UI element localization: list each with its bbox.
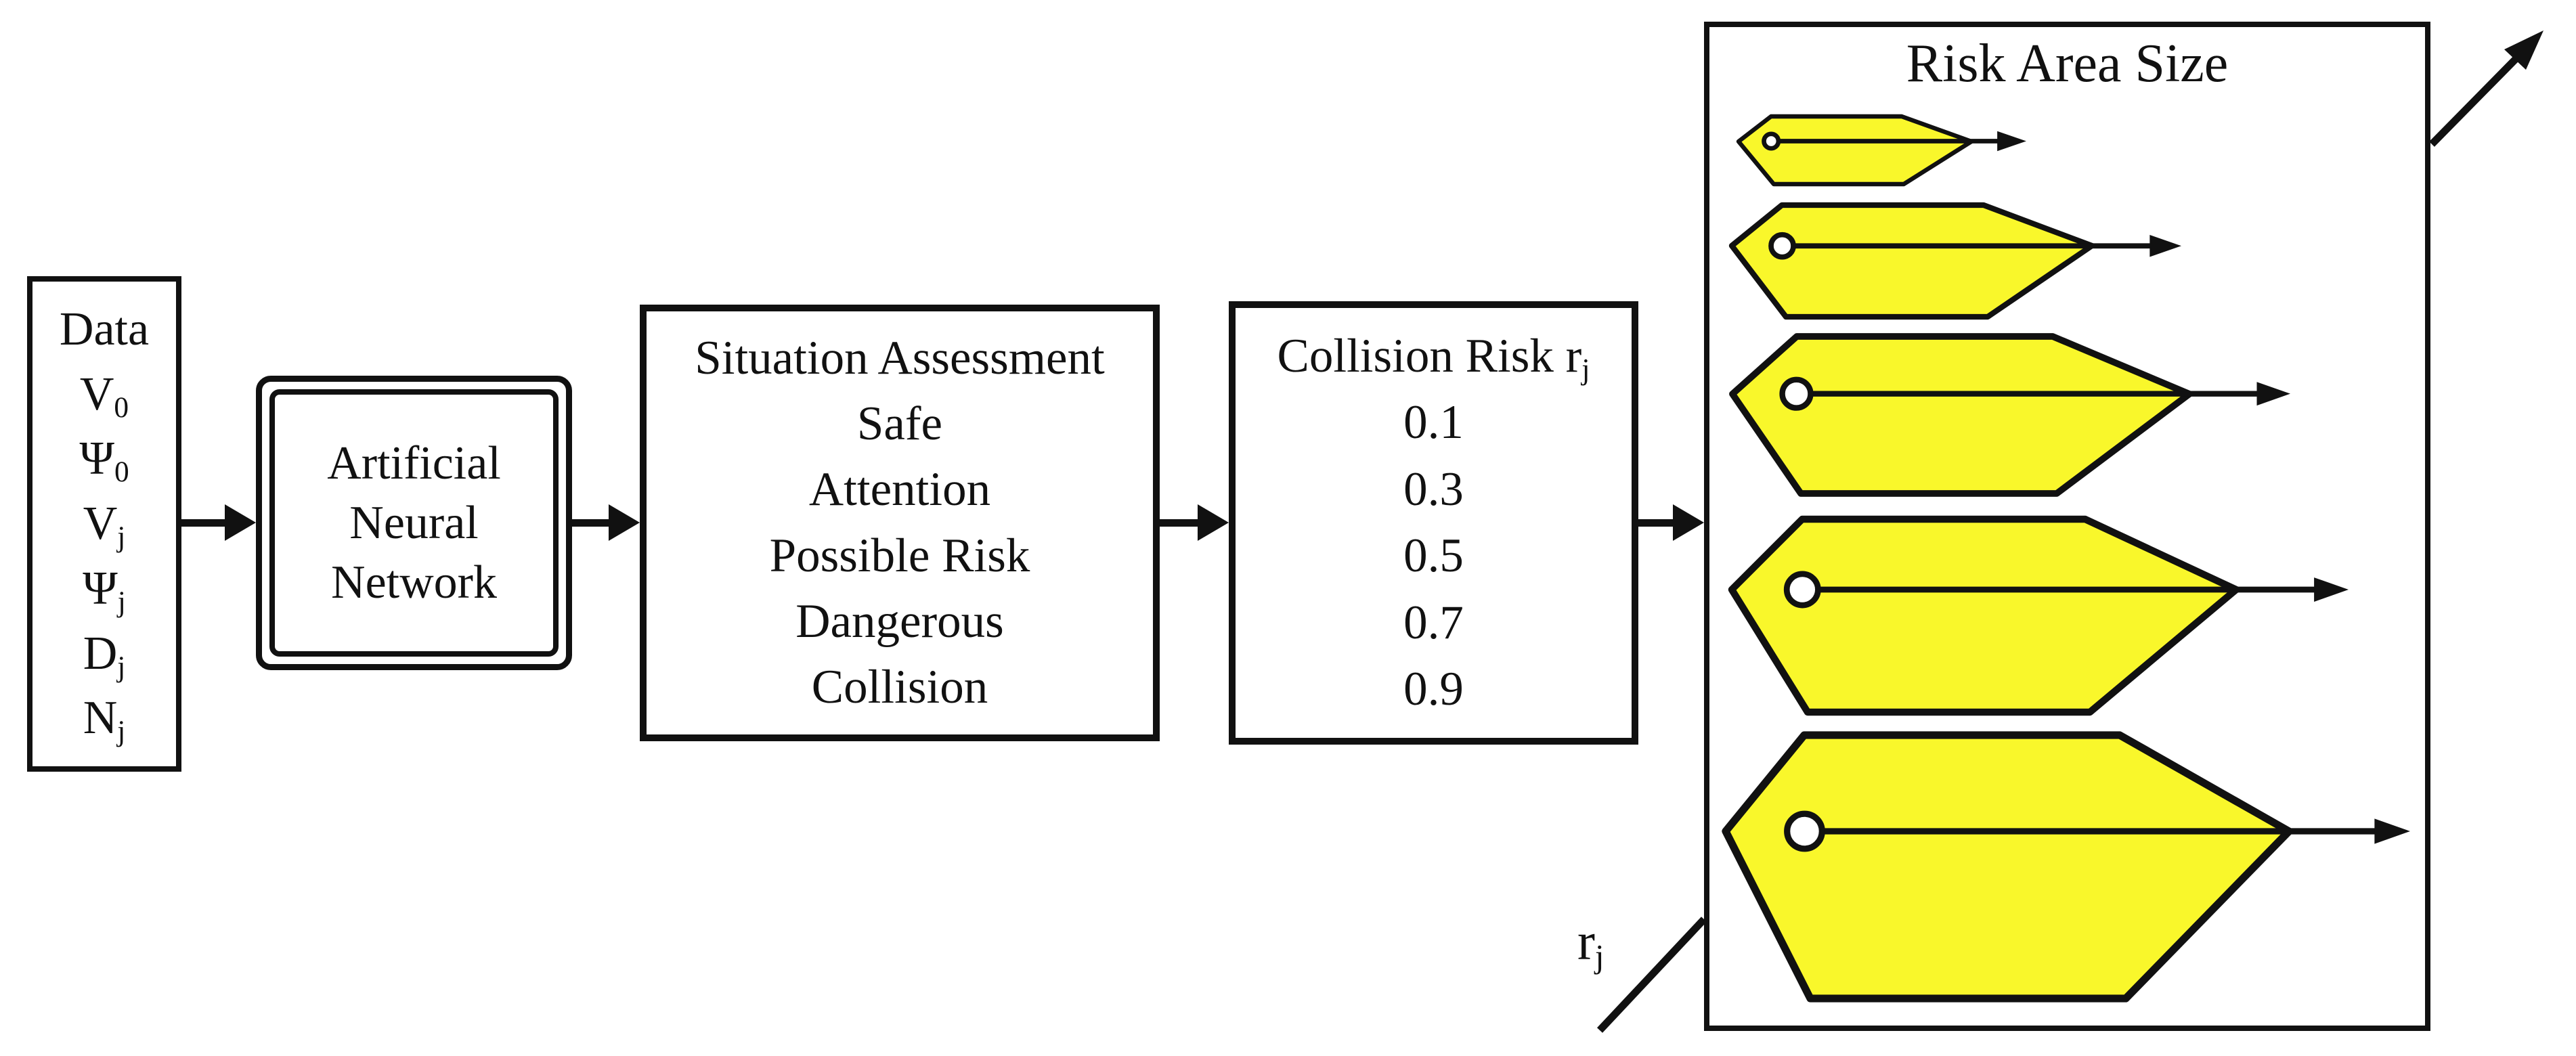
flow-arrow-sa-to-risk [1160,504,1229,542]
ann-label-line2: Neural [349,496,479,549]
arrow-shaft [1160,519,1198,527]
own-ship-position-icon [1779,376,1814,411]
data-item-nj: Nj [83,692,126,748]
arrow-shaft [181,519,225,527]
own-ship-position-icon [1768,232,1796,260]
data-input-box: Data V0 Ψ0 Vj Ψj Dj Nj [27,276,181,772]
rj-axis-tick-line [1596,917,1707,1033]
risk-area-size-title: Risk Area Size [1906,34,2229,93]
risk-area-shape [1729,333,2193,497]
risk-value-01: 0.1 [1403,396,1464,449]
risk-area-size-panel: Risk Area Size [1704,22,2430,1031]
ann-box: Artificial Neural Network [256,376,572,670]
heading-arrow-head-icon [2256,382,2290,406]
risk-area-hexagon-r0.5 [1729,333,2290,497]
own-ship-position-icon [1783,571,1821,609]
ann-label-line3: Network [331,556,497,609]
heading-arrow-head-icon [2149,234,2181,257]
level-possible-risk: Possible Risk [769,529,1030,582]
ann-label-line1: Artificial [327,437,501,489]
risk-value-03: 0.3 [1403,462,1464,516]
arrow-head-icon [609,504,640,541]
risk-area-shape [1728,202,2095,320]
level-attention: Attention [808,463,991,516]
level-collision: Collision [811,660,988,713]
outgoing-diagonal-arrow-head-icon [2504,30,2544,70]
heading-arrow-head-icon [1997,131,2026,152]
situation-assessment-box: Situation Assessment Safe Attention Poss… [640,305,1160,741]
risk-area-hexagon-r0.3 [1728,202,2181,320]
risk-area-shape [1728,515,2240,716]
data-item-psi0: Ψ0 [79,433,129,489]
data-item-dj: Dj [83,627,126,683]
ann-box-inner-border: Artificial Neural Network [269,389,559,657]
data-box-title: Data [59,303,150,355]
arrow-shaft [572,519,609,527]
own-ship-position-icon [1784,810,1825,852]
risk-area-hexagons-canvas [1722,114,2410,1003]
arrow-head-icon [1673,504,1704,541]
data-item-v0: V0 [79,368,129,424]
risk-value-09: 0.9 [1403,663,1464,716]
arrow-shaft [1638,519,1673,527]
flow-arrow-ann-to-sa [572,504,640,542]
data-item-psij: Ψj [83,562,126,618]
heading-arrow-head-icon [2314,577,2349,602]
outgoing-diagonal-arrow-shaft [2429,52,2523,147]
collision-risk-box: Collision Risk rj 0.1 0.3 0.5 0.7 0.9 [1229,301,1638,745]
risk-value-07: 0.7 [1403,596,1464,649]
rj-axis-label: rj [1577,912,1604,975]
heading-arrow-head-icon [2374,818,2410,844]
data-item-vj: Vj [83,498,126,553]
flow-arrow-risk-to-panel [1638,504,1704,542]
arrow-head-icon [225,504,256,541]
risk-value-05: 0.5 [1403,529,1464,583]
level-safe: Safe [856,397,943,451]
situation-assessment-title: Situation Assessment [695,332,1105,385]
risk-area-hexagon-r0.9 [1722,731,2410,1003]
level-dangerous: Dangerous [795,594,1004,648]
risk-area-hexagon-r0.7 [1728,515,2349,716]
arrow-head-icon [1198,504,1229,541]
collision-risk-title: Collision Risk rj [1277,329,1590,386]
own-ship-position-icon [1762,131,1781,151]
risk-area-shape [1722,731,2293,1003]
risk-area-hexagon-r0.1 [1736,114,2026,187]
flow-arrow-data-to-ann [181,504,256,542]
